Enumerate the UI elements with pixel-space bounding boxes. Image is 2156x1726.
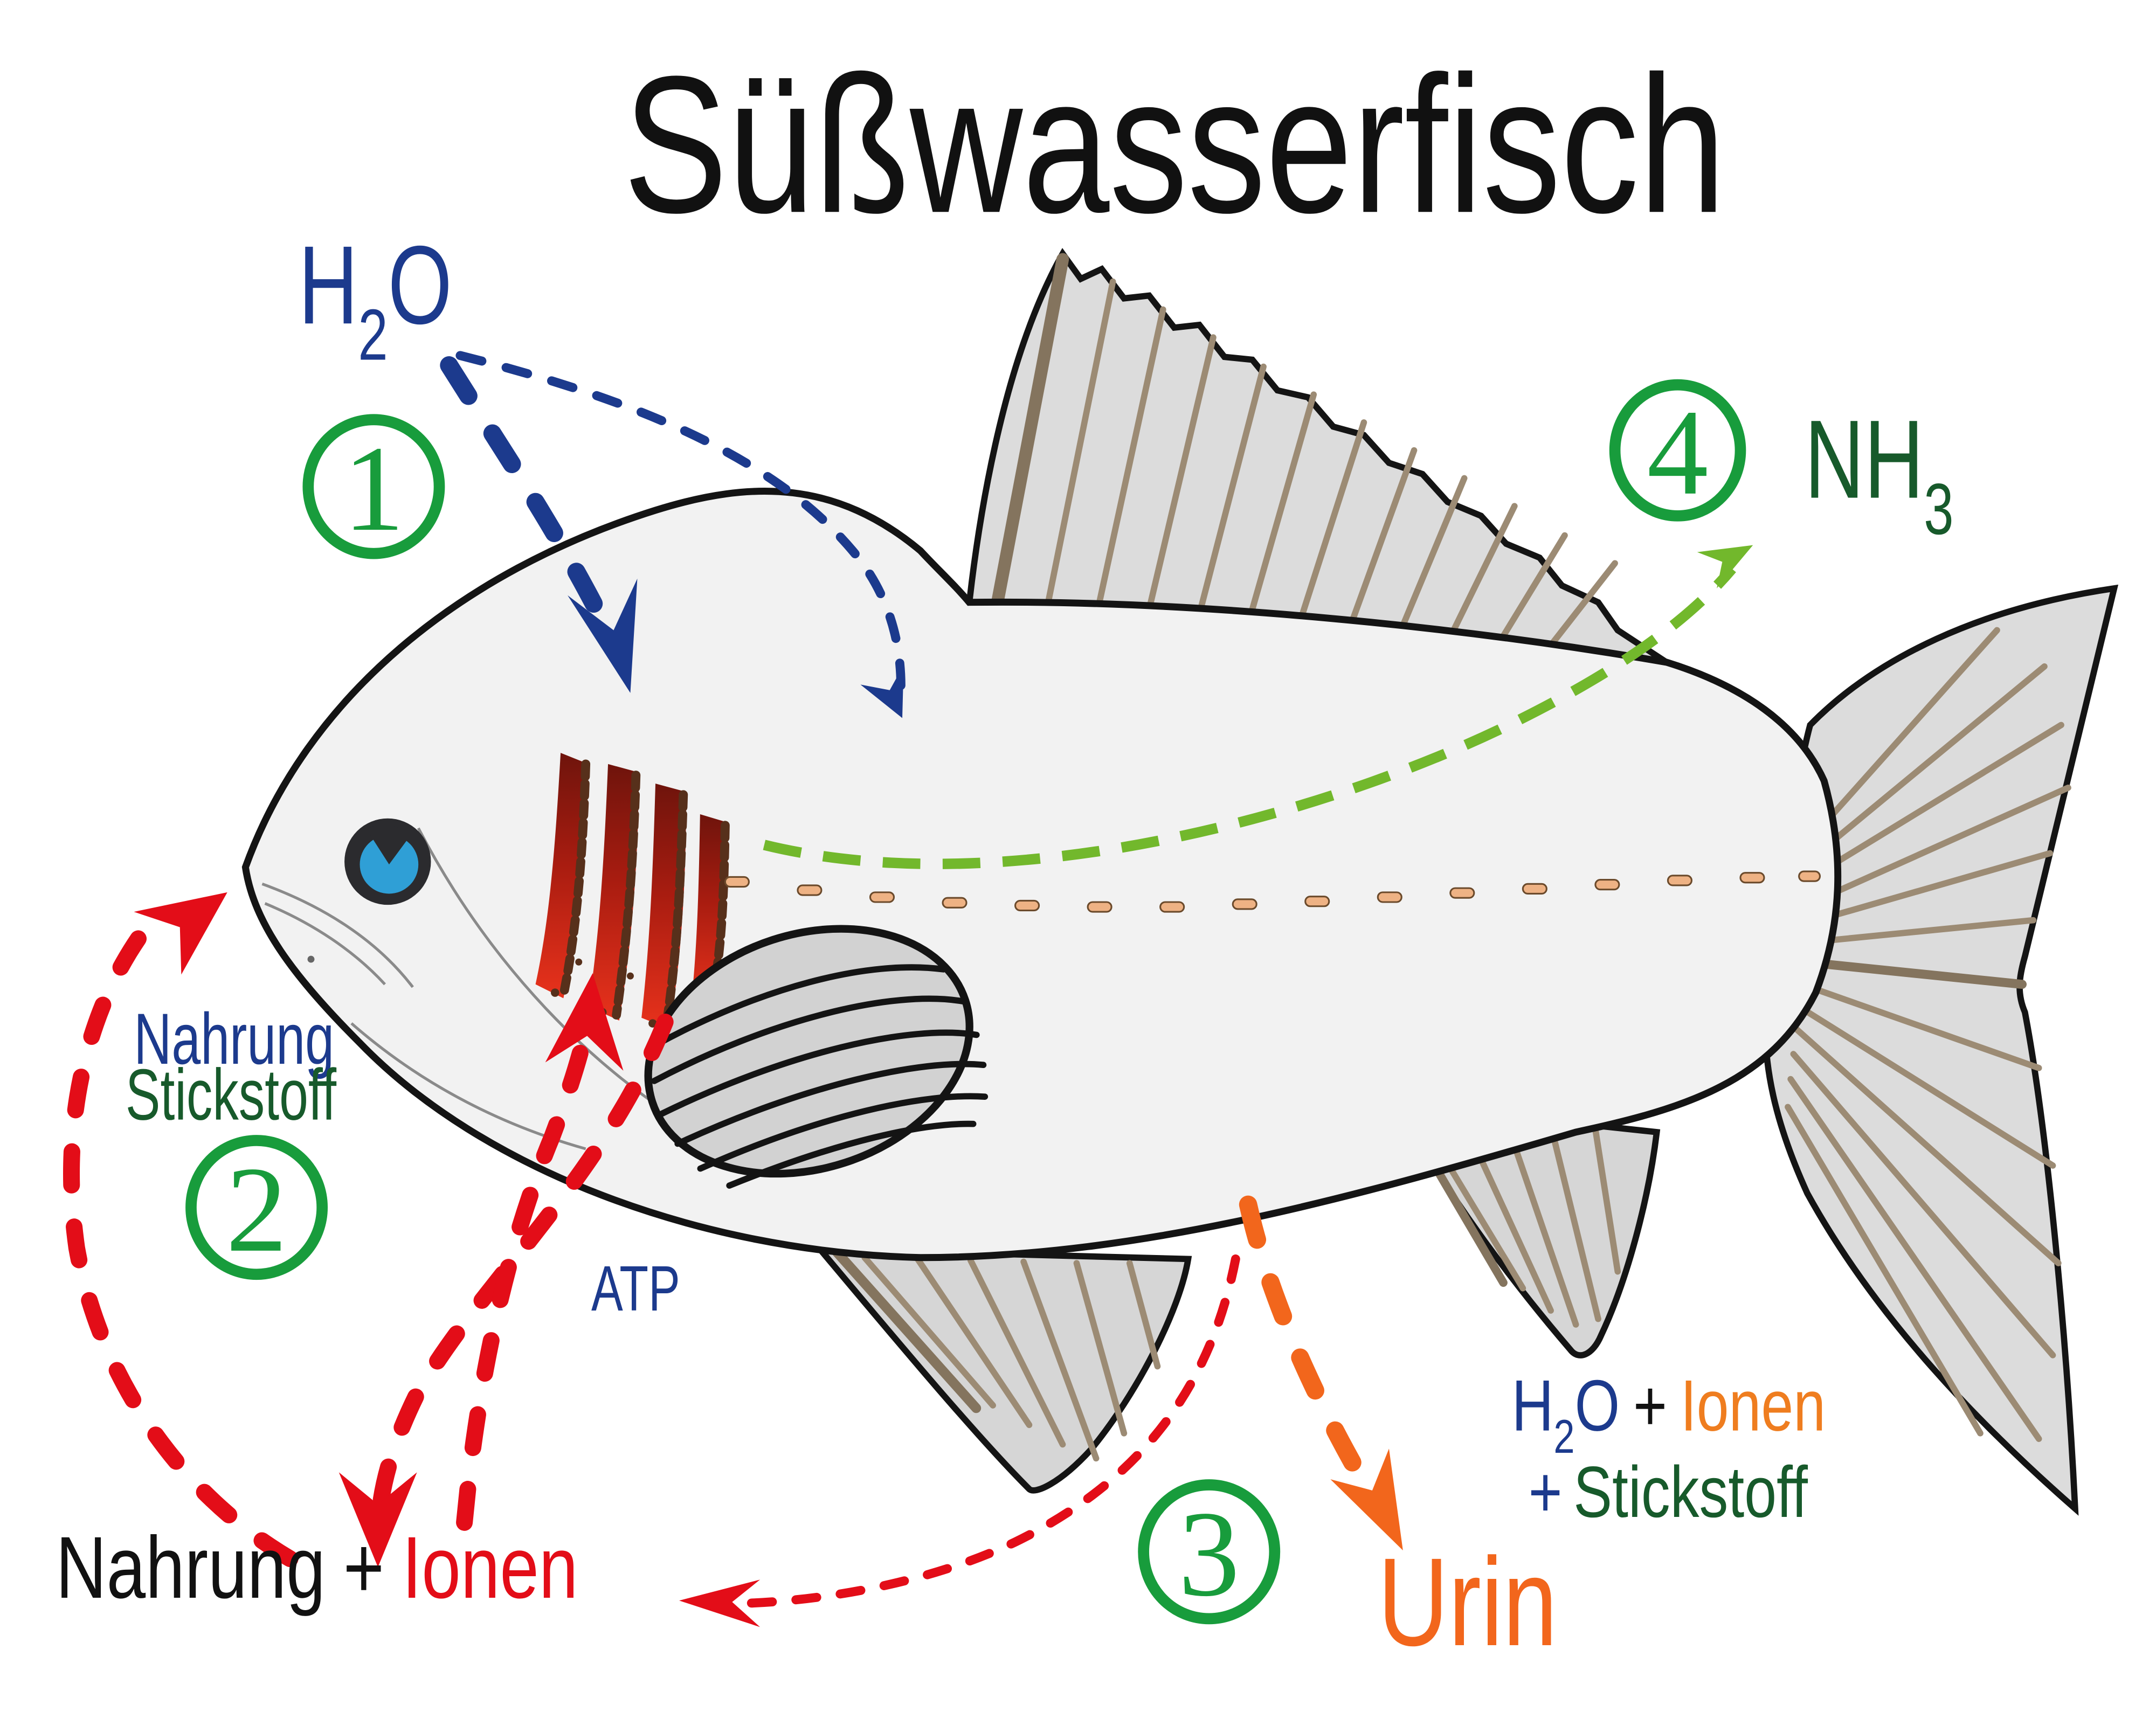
gills <box>535 753 730 1029</box>
step-1-badge: 1 <box>302 414 445 559</box>
fish-eye <box>344 818 431 905</box>
excretion-line2: +Stickstoff <box>1529 1452 1808 1533</box>
step-2-badge: 2 <box>185 1135 328 1280</box>
arrowhead-water-body <box>860 665 904 718</box>
arrow-ions-out <box>679 1254 1240 1627</box>
step-1-number: 1 <box>343 421 404 557</box>
tail-fin-rays <box>1785 627 2071 1442</box>
step-2-number: 2 <box>226 1142 287 1278</box>
page-title: Süßwasserfisch <box>624 35 1726 253</box>
anal-fin <box>813 1246 1192 1494</box>
arrowhead-nh3 <box>1697 545 1753 588</box>
arrow-food-mouth <box>63 892 299 1568</box>
nh3-label: NH3 <box>1805 397 1954 550</box>
step-3-number: 3 <box>1178 1486 1240 1622</box>
arrow-nh3 <box>763 545 1753 869</box>
food-ions-label: Nahrung+Ionen <box>56 1519 578 1617</box>
arrow-water-body <box>455 351 906 718</box>
arrow-water-in <box>440 356 638 693</box>
urin-label: Urin <box>1378 1532 1557 1672</box>
pectoral-fin <box>644 925 989 1189</box>
step-3-badge: 3 <box>1138 1479 1281 1625</box>
arrow-atp-up <box>456 973 624 1531</box>
arrowhead-urine <box>1330 1448 1403 1551</box>
stickstoff-label: Stickstoff <box>126 1054 337 1135</box>
nostril-dot <box>307 955 315 963</box>
arrow-urine <box>1239 1195 1403 1551</box>
arrowhead-gill-down <box>338 1472 417 1568</box>
tail-fin <box>1762 584 2119 1516</box>
nahrung-label: Nahrung <box>134 998 334 1079</box>
h2o-in-label: H2O <box>299 223 452 376</box>
step-4-number: 4 <box>1647 385 1709 521</box>
lateral-line <box>724 870 1821 913</box>
step-4-badge: 4 <box>1609 379 1746 522</box>
atp-label: ATP <box>591 1253 680 1325</box>
arrowhead-atp-up <box>545 973 624 1071</box>
dorsal-fin-rays <box>986 253 1618 656</box>
pectoral-fin-rays <box>651 964 989 1189</box>
dorsal-fin <box>963 248 1669 666</box>
gill-rough-edges <box>558 759 730 1028</box>
excretion-line1: H2O+Ionen <box>1512 1365 1826 1463</box>
arrowhead-food-mouth <box>134 892 227 975</box>
anal-fin-rays <box>832 1247 1161 1462</box>
arrowhead-water-in <box>568 578 638 693</box>
arrow-gill-down <box>338 1013 674 1568</box>
arrowhead-ions-out <box>679 1579 761 1627</box>
